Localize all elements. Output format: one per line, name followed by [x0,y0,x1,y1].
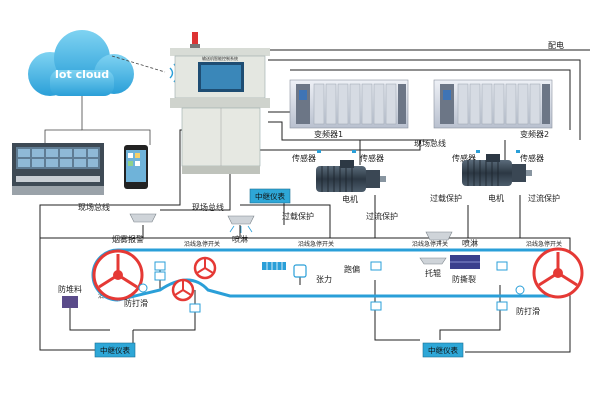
control-cabinet: 输送机智能控制系统 [170,32,270,174]
motor-2-label: 电机 [488,193,504,203]
drive-pulley-icon [92,249,144,301]
smoke-alarm-icon [129,213,157,223]
sensor-label: 传感器 [292,153,316,163]
vfd-2-label: 变频器2 [520,129,549,139]
vfd-1-label: 变频器1 [314,129,343,139]
belt-sensor-icon [154,261,508,313]
motor-1 [316,160,386,192]
cabinet-title: 输送机智能控制系统 [202,55,238,61]
emergency-stop-label: 沿线急停开关 [526,240,562,248]
relay-meter-label: 中继仪表 [428,345,458,355]
emergency-stop-label: 沿线急停开关 [298,240,334,248]
tension-pulley-icon [193,256,217,280]
overload-protect-label: 过载保护 [282,211,314,221]
motor-1-label: 电机 [342,194,358,204]
cloud-label: Iot cloud [55,68,109,81]
anti-tear-label: 防撕裂 [452,274,476,284]
sensor-label: 传感器 [360,153,384,163]
vfd-1 [289,79,409,129]
roller-label: 托辊 [425,268,441,278]
emergency-stop-label: 沿线急停开关 [184,240,220,248]
relay-meter-bottom-right: 中继仪表 [422,342,464,358]
motor-2 [462,154,532,186]
overcurrent-protect-label: 过流保护 [366,211,398,221]
spray-label: 喷淋 [232,234,248,244]
iot-cloud: Iot cloud [28,30,134,96]
tension-device-icon [262,262,307,278]
spray-label: 喷淋 [462,238,478,248]
tension-label: 张力 [316,274,332,284]
drive-pulley-icon [532,247,584,299]
site-bus-label: 现场总线 [192,202,224,212]
anti-slip-label: 防打滑 [516,306,540,316]
relay-meter-top: 中继仪表 [249,188,291,204]
site-bus-mid-label: 现场总线 [414,138,446,148]
idler-roller-icon [419,257,447,265]
sensor-label: 传感器 [452,153,476,163]
overload-protect-label: 过载保护 [430,193,462,203]
site-bus-label: 现场总线 [78,202,110,212]
tension-pulley-icon [171,278,195,302]
relay-meter-bottom-left: 中继仪表 [94,342,136,358]
mobile-phone-icon [124,145,148,189]
deviation-label: 跑偏 [344,264,360,274]
emergency-stop-label: 沿线急停开关 [412,240,448,248]
anti-pile-label: 防堆料 [58,284,82,294]
cloud-links [44,55,166,145]
relay-meter-label: 中继仪表 [255,191,285,201]
spray-icon [425,231,453,241]
smoke-alarm-label: 烟雾报警 [112,234,144,244]
anti-slip-label: 防打滑 [124,298,148,308]
slip-sensor-icon [138,283,525,295]
anti-tear-device-icon [450,255,480,269]
overcurrent-protect-label: 过流保护 [528,193,560,203]
wifi-icon [317,150,520,153]
sensor-label: 传感器 [520,153,544,163]
control-room-image [12,143,104,195]
spray-icon [227,215,255,233]
vfd-2 [433,79,553,129]
anti-pile-sensor-icon [62,296,78,308]
power-label: 配电 [548,40,564,50]
relay-meter-label: 中继仪表 [100,345,130,355]
